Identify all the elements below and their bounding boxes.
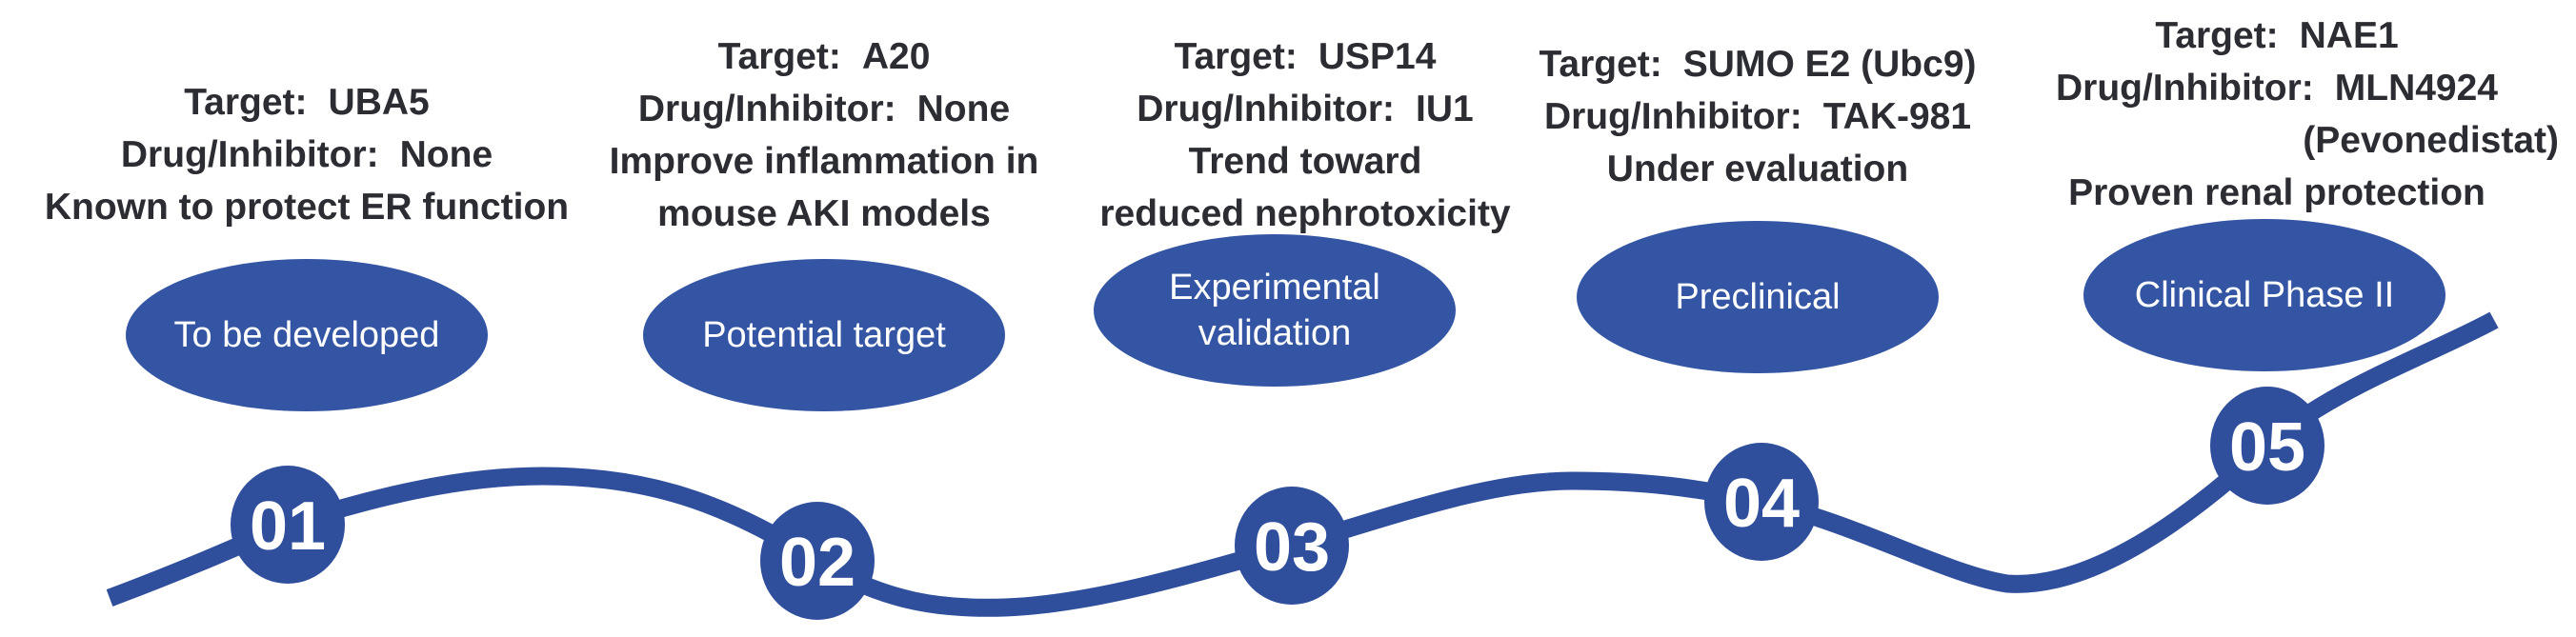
- status-badge-2: Potential target: [643, 259, 1005, 411]
- description-line: mouse AKI models: [657, 193, 991, 234]
- target-row: Target: USP14: [1038, 30, 1572, 83]
- drug-row: Drug/Inhibitor: None: [557, 83, 1091, 135]
- target-row: Target: UBA5: [40, 76, 574, 129]
- target-row: Target: SUMO E2 (Ubc9): [1491, 38, 2024, 90]
- milestone-circle: [1704, 443, 1819, 561]
- milestone-05: 05: [2210, 387, 2324, 505]
- drug-label: Drug/Inhibitor:: [637, 89, 896, 129]
- status-line: Clinical Phase II: [2134, 275, 2395, 315]
- target-value: SUMO E2 (Ubc9): [1682, 44, 1977, 85]
- stage-2-text: Target: A20 Drug/Inhibitor: None Improve i…: [557, 30, 1091, 240]
- status-line: Experimental: [1169, 268, 1380, 308]
- drug-row: Drug/Inhibitor: MLN4924: [1991, 62, 2563, 114]
- target-label: Target:: [184, 82, 308, 123]
- stage-5-text: Target: NAE1 Drug/Inhibitor: MLN4924 (Pevo…: [1991, 10, 2563, 219]
- target-row: Target: A20: [557, 30, 1091, 83]
- drug-label: Drug/Inhibitor:: [1543, 96, 1802, 137]
- target-value: UBA5: [328, 82, 430, 123]
- status-badge-3: Experimental validation: [1094, 234, 1456, 387]
- milestone-circle: [1235, 487, 1349, 605]
- drug-value: None: [916, 89, 1011, 129]
- drug-label: Drug/Inhibitor:: [2055, 68, 2314, 109]
- drug-row: Drug/Inhibitor: TAK-981: [1491, 90, 2024, 143]
- drug-row: Drug/Inhibitor: IU1: [1038, 83, 1572, 135]
- milestone-04: 04: [1704, 443, 1819, 561]
- target-label: Target:: [1539, 44, 1662, 85]
- drug-row: Drug/Inhibitor: None: [40, 129, 574, 181]
- status-badge-4: Preclinical: [1577, 221, 1939, 373]
- drug-value: IU1: [1416, 89, 1474, 129]
- target-value: USP14: [1318, 36, 1437, 77]
- status-line: validation: [1197, 313, 1352, 353]
- stage-1-text: Target: UBA5 Drug/Inhibitor: None Known to…: [40, 76, 574, 233]
- status-line: Potential target: [702, 315, 946, 355]
- drug-label: Drug/Inhibitor:: [120, 134, 379, 175]
- status-badge-5: Clinical Phase II: [2083, 219, 2445, 371]
- drug-label: Drug/Inhibitor:: [1137, 89, 1396, 129]
- description-line: reduced nephrotoxicity: [1099, 193, 1511, 234]
- status-badge-1: To be developed: [126, 259, 488, 411]
- description-line: Improve inflammation in: [609, 141, 1039, 182]
- target-label: Target:: [2155, 15, 2279, 56]
- milestone-number: 01: [250, 488, 326, 565]
- target-value: NAE1: [2299, 15, 2399, 56]
- target-label: Target:: [717, 36, 841, 77]
- stage-3-text: Target: USP14 Drug/Inhibitor: IU1 Trend to…: [1038, 30, 1572, 240]
- milestone-circle: [2210, 387, 2324, 505]
- milestone-03: 03: [1235, 487, 1349, 605]
- description-line: Trend toward: [1188, 141, 1422, 182]
- milestone-circle: [231, 466, 345, 584]
- drug-value: MLN4924: [2334, 68, 2498, 109]
- milestone-number: 04: [1723, 466, 1800, 542]
- stage-4-text: Target: SUMO E2 (Ubc9) Drug/Inhibitor: TAK…: [1491, 38, 2024, 195]
- target-value: A20: [861, 36, 931, 77]
- milestone-number: 05: [2229, 409, 2305, 486]
- milestone-01: 01: [231, 466, 345, 584]
- milestone-number: 02: [779, 525, 855, 601]
- milestone-02: 02: [760, 502, 875, 620]
- status-line: Preclinical: [1675, 277, 1841, 317]
- drug-value: TAK-981: [1822, 96, 1972, 137]
- description-line: Proven renal protection: [2068, 172, 2485, 213]
- target-label: Target:: [1174, 36, 1298, 77]
- drug-value: None: [399, 134, 493, 175]
- drug-value-continuation: (Pevonedistat): [2303, 120, 2559, 161]
- milestone-number: 03: [1254, 509, 1330, 586]
- description-line: Under evaluation: [1606, 149, 1909, 189]
- milestone-circle: [760, 502, 875, 620]
- description-line: Known to protect ER function: [44, 187, 570, 228]
- target-row: Target: NAE1: [1991, 10, 2563, 62]
- status-line: To be developed: [173, 315, 440, 355]
